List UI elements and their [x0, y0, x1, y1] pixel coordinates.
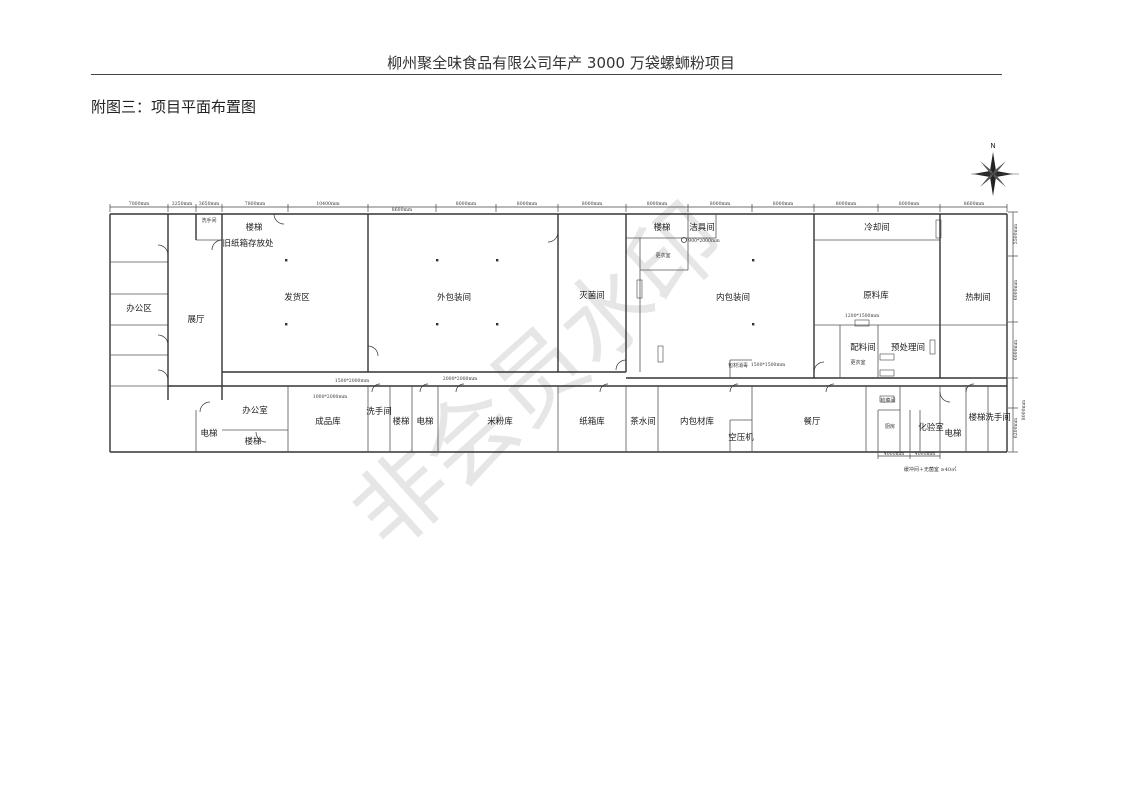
svg-text:6200mm: 6200mm: [1013, 417, 1019, 438]
compass-icon: N: [971, 142, 1019, 196]
room-stairs-3: 楼梯: [244, 436, 262, 447]
room-washroom-3: 洗手间: [985, 412, 1011, 423]
room-hot-processing: 热制间: [965, 292, 991, 303]
svg-text:N: N: [990, 142, 995, 150]
room-outer-packing: 外包装间: [437, 292, 471, 303]
svg-text:非会员水印: 非会员水印: [332, 183, 745, 570]
svg-text:8000mm: 8000mm: [1021, 399, 1027, 420]
room-labels: 办公区 展厅 洗手间 楼梯 旧纸箱存放处 发货区 外包装间 灭菌间 楼梯 洁具间…: [126, 217, 1011, 447]
room-showroom: 展厅: [187, 315, 205, 325]
equipment: [636, 219, 942, 403]
room-stairs-1: 楼梯: [245, 222, 263, 233]
figure-caption: 附图三：项目平面布置图: [91, 98, 257, 116]
walls: [109, 213, 1008, 453]
door-size-labels: 1500*2000mm 1000*2000mm 2000*2000mm 900*…: [313, 238, 880, 400]
room-office-area: 办公区: [126, 303, 152, 314]
column-grid: [285, 259, 755, 326]
svg-text:1500*2000mm: 1500*2000mm: [335, 378, 370, 384]
room-stairs-5: 楼梯: [968, 412, 986, 423]
watermark: 非会员水印: [332, 183, 745, 570]
room-office: 办公室: [242, 405, 268, 416]
svg-text:7800mm: 7800mm: [245, 201, 266, 207]
svg-text:8600mm: 8600mm: [964, 201, 985, 207]
svg-text:6000mm: 6000mm: [1013, 339, 1019, 360]
room-canteen: 餐厅: [803, 417, 821, 427]
svg-text:8000mm: 8000mm: [836, 201, 857, 207]
room-cleaning-tools: 洁具间: [689, 222, 715, 233]
svg-text:10400mm: 10400mm: [316, 201, 340, 207]
svg-text:8000mm: 8000mm: [647, 201, 668, 207]
bottom-dimension-line: 4000mm 4000mm 缓冲间＋无菌室 ≥40㎡: [877, 451, 956, 473]
room-rice-noodle-storage: 米粉库: [487, 416, 513, 427]
room-cooling: 冷却间: [864, 222, 890, 233]
svg-text:1200*1500mm: 1200*1500mm: [845, 313, 880, 319]
header-rule: [91, 74, 1002, 75]
room-finished-goods: 成品库: [315, 416, 341, 427]
svg-text:8000mm: 8000mm: [517, 201, 538, 207]
room-carton-storage: 纸箱库: [579, 416, 605, 427]
svg-text:5500mm: 5500mm: [1013, 223, 1019, 244]
room-vegetable-inspection: 检菜间: [880, 397, 895, 404]
room-changing-2: 更衣室: [850, 359, 865, 366]
page-header-title: 柳州聚全味食品有限公司年产 3000 万袋螺蛳粉项目: [387, 54, 735, 72]
room-elevator-3: 电梯: [944, 428, 962, 439]
room-ingredient-mixing: 配料间: [850, 342, 876, 353]
room-pretreatment: 预处理间: [891, 342, 925, 353]
svg-text:900*2000mm: 900*2000mm: [688, 238, 720, 244]
room-inner-packing: 内包装间: [716, 292, 750, 303]
room-inner-packaging-storage: 内包材库: [680, 416, 715, 427]
svg-text:4000mm: 4000mm: [915, 451, 936, 457]
svg-text:6000mm: 6000mm: [1013, 279, 1019, 300]
room-changing-1: 更衣室: [655, 252, 670, 259]
svg-text:8000mm: 8000mm: [773, 201, 794, 207]
svg-text:2000*2000mm: 2000*2000mm: [443, 376, 478, 382]
room-packaging-disinfection: 包材消毒: [728, 362, 748, 369]
room-washroom-1: 洗手间: [201, 217, 216, 224]
svg-text:4000mm: 4000mm: [884, 451, 905, 457]
svg-text:8000mm: 8000mm: [582, 201, 603, 207]
room-stairs-4: 楼梯: [392, 416, 410, 427]
room-stairs-2: 楼梯: [653, 222, 671, 233]
doors: [157, 213, 975, 443]
svg-text:3250mm: 3250mm: [172, 201, 193, 207]
svg-text:8600mm: 8600mm: [392, 207, 413, 213]
svg-text:7000mm: 7000mm: [129, 201, 150, 207]
svg-text:8000mm: 8000mm: [899, 201, 920, 207]
room-sterilization: 灭菌间: [579, 290, 605, 301]
room-elevator-1: 电梯: [200, 428, 218, 439]
svg-text:3650mm: 3650mm: [199, 201, 220, 207]
room-elevator-2: 电梯: [416, 416, 434, 427]
room-shipping-area: 发货区: [284, 292, 310, 303]
room-kitchen: 厨房: [885, 423, 895, 430]
svg-text:1000*2000mm: 1000*2000mm: [313, 394, 348, 400]
svg-text:8000mm: 8000mm: [456, 201, 477, 207]
room-raw-material: 原料库: [863, 290, 889, 301]
room-air-compressor: 空压机: [728, 432, 754, 443]
room-old-carton-storage: 旧纸箱存放处: [222, 238, 274, 249]
right-dimension-line: 5500mm 6000mm 6000mm 6200mm 8000mm: [1008, 211, 1027, 453]
room-laboratory: 化验室: [918, 422, 944, 433]
svg-text:1500*1500mm: 1500*1500mm: [751, 362, 786, 368]
bottom-note: 缓冲间＋无菌室 ≥40㎡: [904, 466, 956, 473]
top-dimension-line: 7000mm 3250mm 3650mm 7800mm 10400mm 8600…: [109, 201, 1008, 213]
room-tea-room: 茶水间: [630, 416, 656, 427]
room-washroom-2: 洗手间: [366, 406, 392, 417]
svg-text:8000mm: 8000mm: [710, 201, 731, 207]
